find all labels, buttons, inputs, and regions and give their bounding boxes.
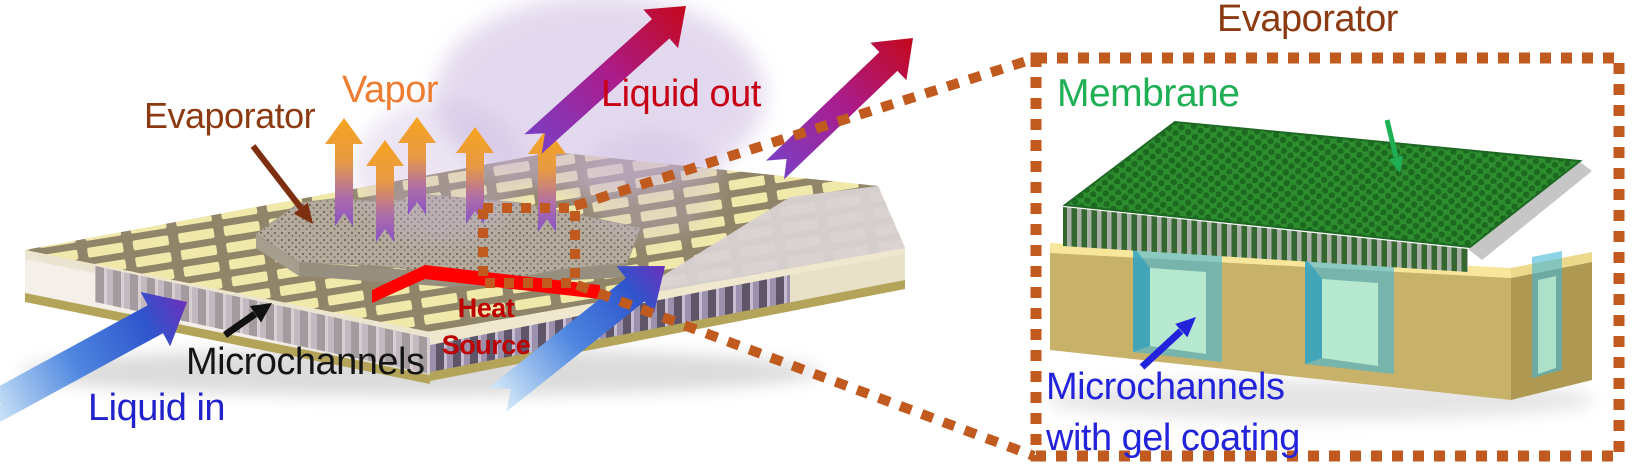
liquid-in-arrow-icon [0,292,187,422]
evaporator-title-right: Evaporator [1217,0,1398,40]
membrane-pillar-layer [1063,207,1468,272]
heat-source-line1: Heat [457,293,515,323]
gel-pointer-arrow [1139,317,1196,370]
membrane-pointer-arrow [1384,119,1403,173]
membrane-right-face [1468,162,1592,260]
chip-plain-cover [620,186,905,302]
evaporator-pointer-arrow [250,144,313,224]
gel-channel [1532,251,1562,378]
gel-label-line2: with gel coating [1046,417,1300,459]
chip-sw-rim [25,293,430,384]
heat-source-label: Heat Source [420,290,552,364]
chip-se-face [790,254,905,302]
liquid-out-arrow-icon [766,38,913,180]
zoom-detail-box [1030,52,1625,462]
magnifier-callout [478,52,1625,462]
microchannels-pointer-arrow [222,303,272,338]
heat-source-line2: Source [441,330,531,360]
membrane-top-surface [1062,120,1583,249]
microchannels-label-left: Microchannels [186,341,425,383]
gel-microchannels-label: Microchannels with gel coating [1046,362,1300,464]
vapor-label: Vapor [342,69,439,111]
membrane-block [1045,120,1595,420]
gel-label-line1: Microchannels [1046,366,1285,408]
vapor-arrow-icon [366,140,404,242]
liquid-in-label: Liquid in [88,387,226,429]
chip-se-edge [430,248,905,345]
membrane-label: Membrane [1057,72,1240,115]
liquid-out-arrow-icon [524,6,686,154]
vapor-arrow-icon [398,117,436,215]
vapor-arrow-icon [528,128,566,232]
evaporator-patch-left-face [256,234,299,276]
zoom-connector-top [573,53,1038,211]
vapor-arrows [325,117,566,242]
evaporator-label-left: Evaporator [144,95,316,136]
zoom-source-rect [478,203,580,288]
chip-glass-front [25,252,430,379]
vapor-arrow-icon [456,127,494,224]
chip-front-pillars-right [700,275,790,322]
liquid-out-label: Liquid out [601,73,761,115]
vapor-arrow-icon [325,118,363,226]
